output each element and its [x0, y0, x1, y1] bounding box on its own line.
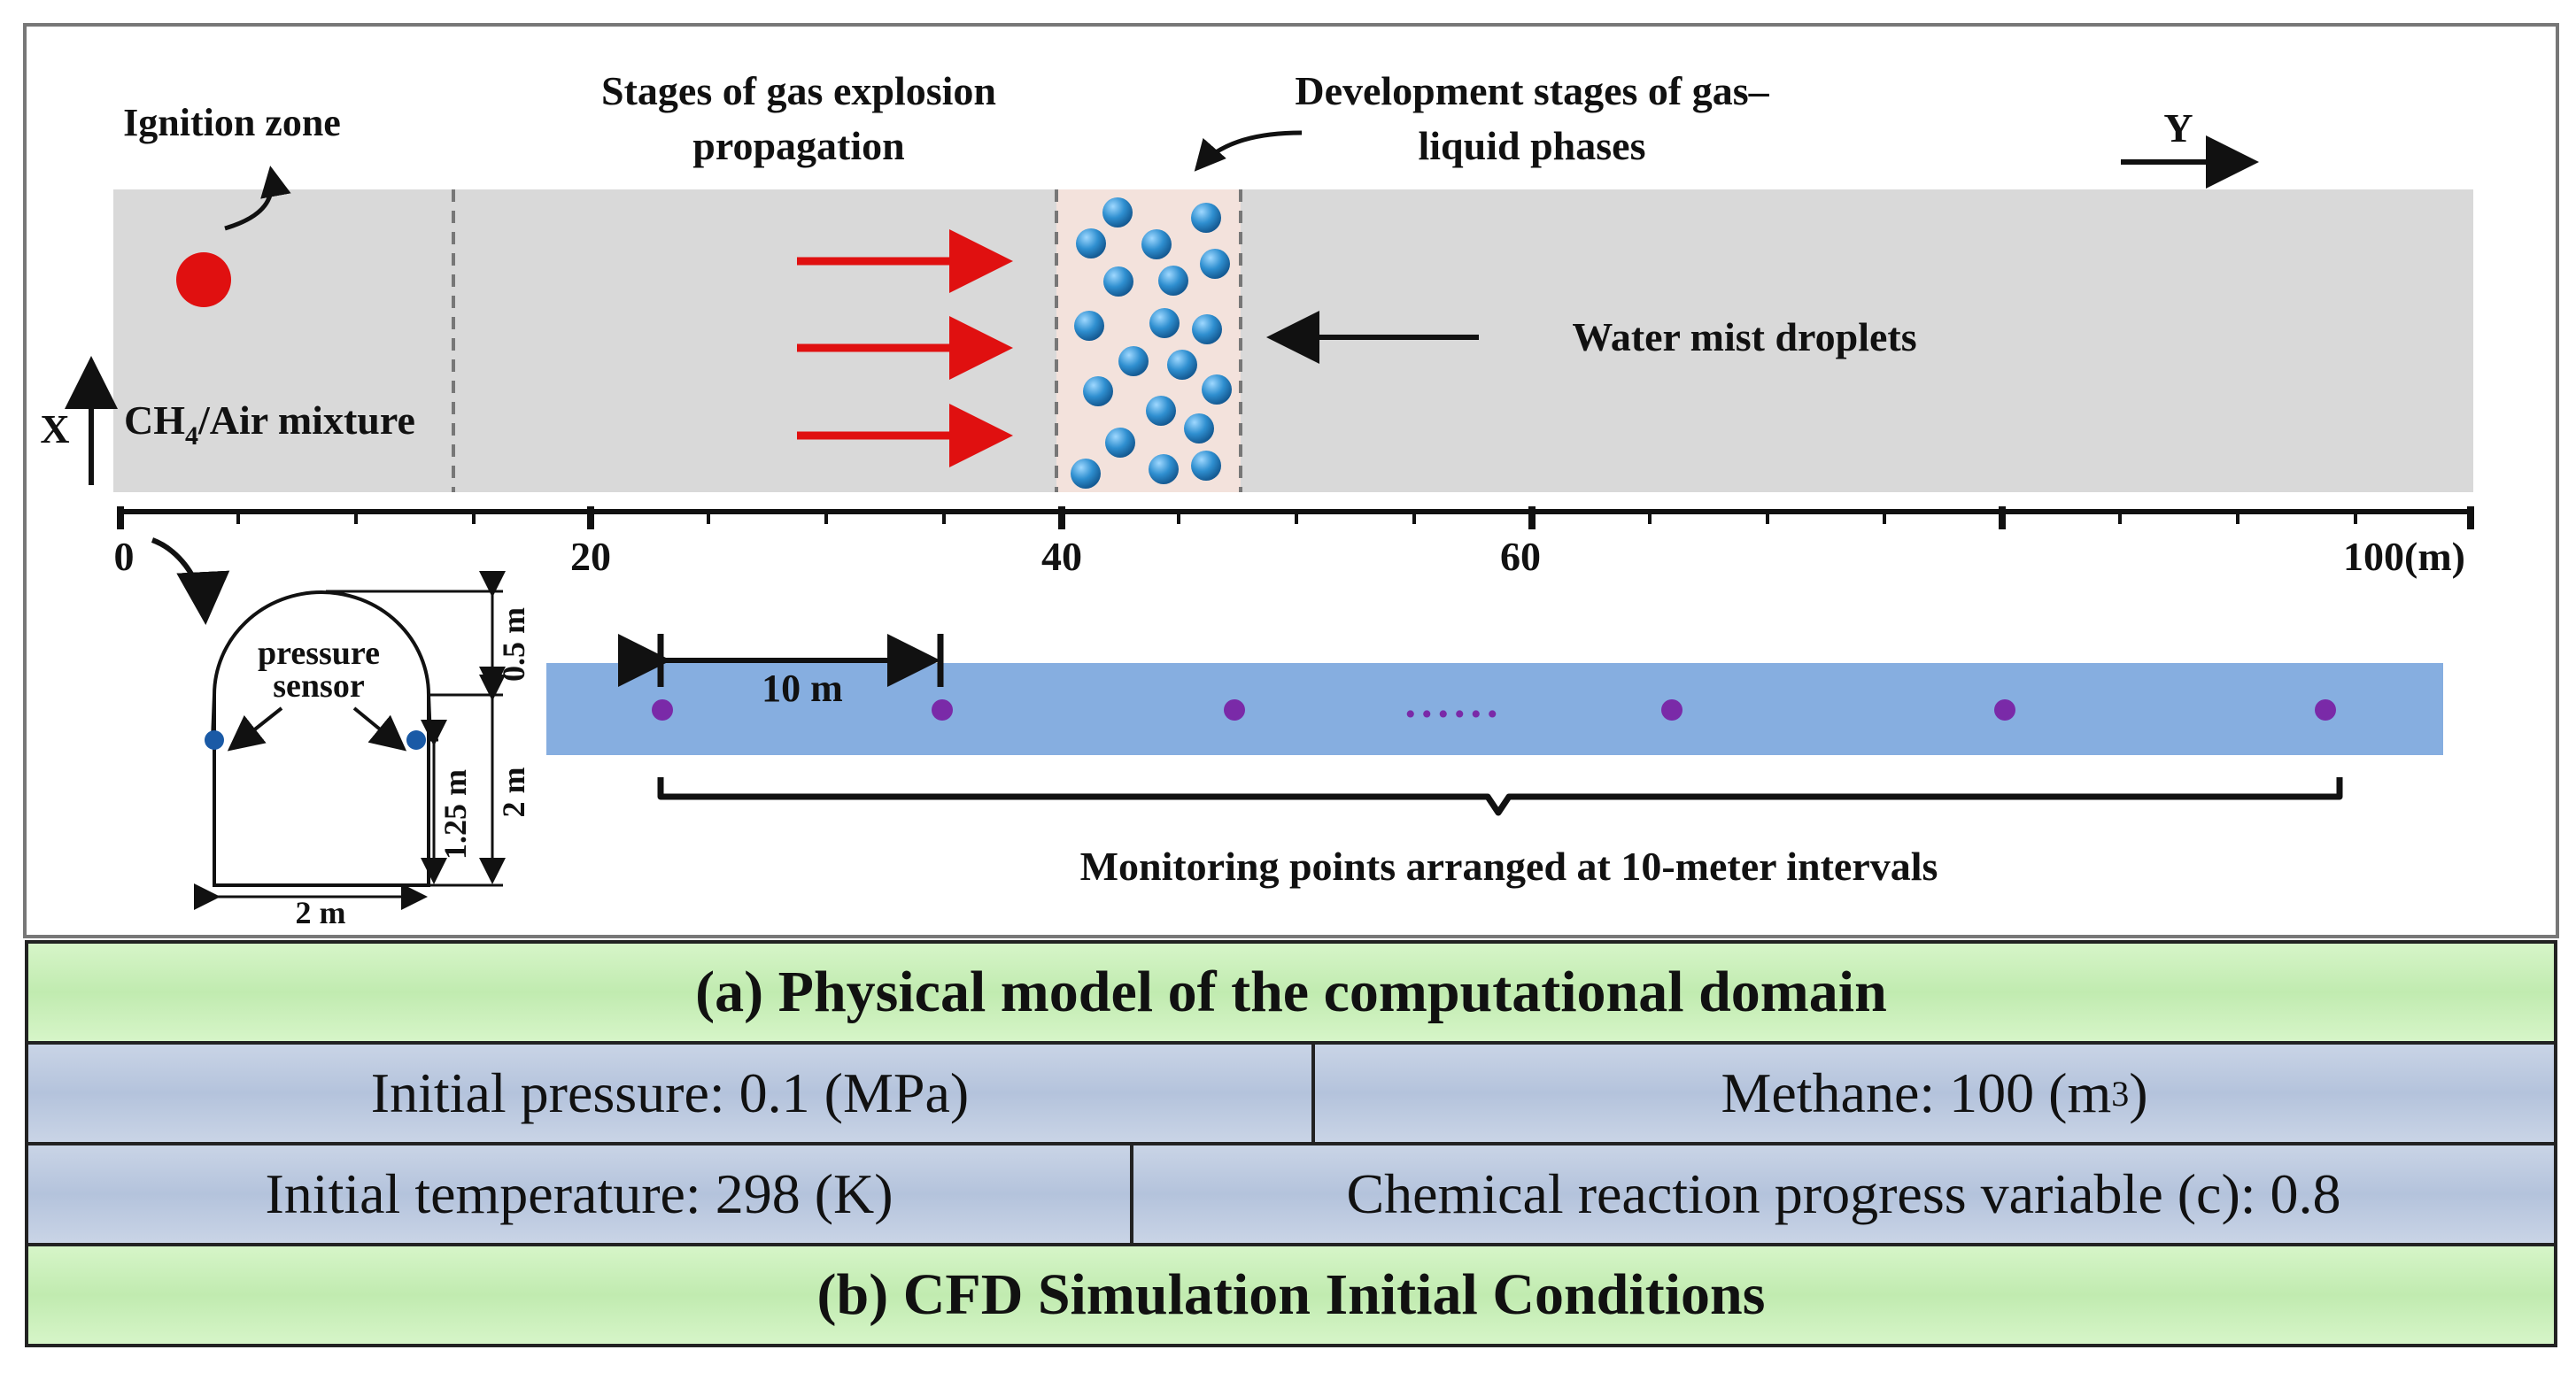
droplet [1102, 197, 1133, 228]
droplet [1167, 350, 1197, 380]
pressure-sensor-left [205, 730, 224, 750]
tunnel-outline [213, 590, 430, 887]
gas-liquid-label-line2: liquid phases [1419, 123, 1646, 168]
ignition-zone-label: Ignition zone [123, 101, 341, 144]
droplet [1191, 451, 1221, 481]
droplet [1158, 266, 1188, 296]
pressure-sensor-label-line1: pressure [258, 635, 380, 672]
droplet [1083, 376, 1113, 406]
scale-ticks [117, 506, 2474, 529]
physical-model-diagram: Ignition zone Stages of gas explosion pr… [23, 23, 2559, 938]
water-droplets [1071, 197, 1232, 489]
droplet [1146, 396, 1176, 426]
droplet [1184, 413, 1214, 444]
droplet [1149, 454, 1179, 484]
monitor-point [1661, 699, 1683, 721]
y-axis-label: Y [2163, 105, 2193, 150]
droplet [1149, 308, 1180, 338]
droplet [1192, 314, 1222, 344]
monitor-point [2315, 699, 2336, 721]
tunnel-cross-section: pressure sensor 0.5 m 2 m 1.25 m 2 m [194, 571, 531, 930]
scale-label-60: 60 [1500, 534, 1541, 579]
droplet [1076, 228, 1106, 258]
gas-liquid-label-line1: Development stages of gas– [1295, 68, 1769, 113]
cross-section-pointer-arrow [151, 537, 230, 625]
pressure-sensor-right [406, 730, 426, 750]
propagation-label-line1: Stages of gas explosion [601, 68, 996, 113]
droplet [1141, 229, 1172, 259]
monitoring-brace [657, 777, 2343, 816]
monitor-point [1224, 699, 1245, 721]
dim-2m-width-label: 2 m [296, 895, 346, 930]
droplet [1105, 428, 1135, 458]
monitoring-label: Monitoring points arranged at 10-meter i… [1080, 844, 1938, 889]
caption-row-a: (a) Physical model of the computational … [25, 940, 2557, 1045]
dim-1.25m-label: 1.25 m [437, 769, 473, 860]
droplet [1200, 249, 1230, 279]
droplet [1118, 346, 1149, 376]
sensor-arrow-left [227, 706, 283, 752]
scale-label-100: 100(m) [2343, 534, 2465, 579]
droplet [1074, 311, 1104, 341]
x-axis-label: X [40, 406, 69, 451]
monitor-point [932, 699, 953, 721]
droplet [1071, 459, 1101, 489]
ignition-pointer-arrow [224, 166, 291, 231]
propagation-label-line2: propagation [692, 123, 904, 168]
gas-liquid-pointer-arrow [1194, 130, 1303, 172]
conditions-row-2: Initial temperature: 298 (K) Chemical re… [25, 1142, 2557, 1246]
mixture-label: CH4/Air mixture [124, 397, 415, 451]
caption-a: (a) Physical model of the computational … [695, 960, 1887, 1024]
spacing-10m-label: 10 m [762, 667, 843, 710]
droplet [1202, 374, 1232, 405]
scale-label-0: 0 [114, 534, 135, 579]
initial-temperature: Initial temperature: 298 (K) [265, 1162, 893, 1225]
water-mist-label: Water mist droplets [1572, 314, 1916, 359]
droplet [1191, 203, 1221, 233]
ignition-point [176, 252, 231, 307]
monitor-point [652, 699, 673, 721]
dim-2m-height-label: 2 m [496, 767, 531, 818]
scale-label-40: 40 [1041, 534, 1082, 579]
monitor-point [1994, 699, 2015, 721]
sensor-arrow-right [352, 706, 407, 752]
dim-0.5m-label: 0.5 m [496, 607, 531, 682]
caption-b: (b) CFD Simulation Initial Conditions [816, 1262, 1766, 1327]
droplet [1103, 266, 1133, 297]
scale-labels: 0 20 40 60 100(m) [114, 534, 2465, 579]
monitoring-points [652, 699, 2336, 721]
ellipsis-dots: ...... [1405, 677, 1504, 727]
conditions-row-1: Initial pressure: 0.1 (MPa) Methane: 100… [25, 1041, 2557, 1145]
caption-row-b: (b) CFD Simulation Initial Conditions [25, 1243, 2557, 1347]
scale-label-20: 20 [570, 534, 611, 579]
pressure-sensor-label-line2: sensor [273, 667, 365, 705]
reaction-progress-variable: Chemical reaction progress variable (c):… [1130, 1145, 2554, 1243]
initial-pressure: Initial pressure: 0.1 (MPa) [370, 1061, 970, 1124]
computational-domain [113, 189, 2473, 492]
